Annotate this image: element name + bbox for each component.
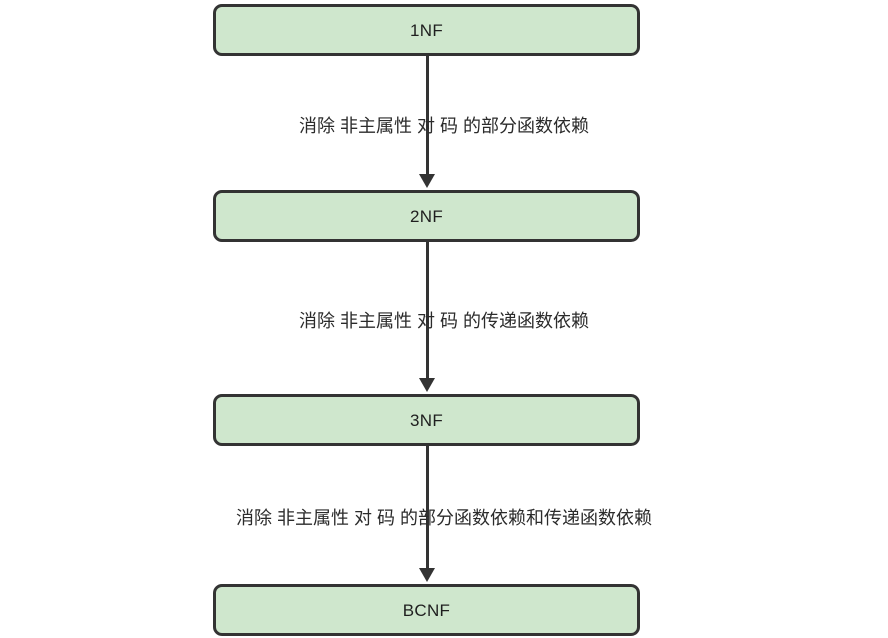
edge-2nf-to-3nf-line xyxy=(426,242,429,379)
node-1nf-label: 1NF xyxy=(409,20,444,40)
node-bcnf[interactable]: BCNF xyxy=(213,584,640,636)
edge-1nf-to-2nf-line xyxy=(426,56,429,175)
edge-3nf-to-bcnf-arrowhead-icon xyxy=(419,568,435,582)
edge-3nf-to-bcnf-line xyxy=(426,446,429,569)
node-1nf[interactable]: 1NF xyxy=(213,4,640,56)
edge-2nf-to-3nf-label: 消除 非主属性 对 码 的传递函数依赖 xyxy=(298,311,589,331)
node-2nf-label: 2NF xyxy=(409,206,444,226)
edge-2nf-to-3nf-arrowhead-icon xyxy=(419,378,435,392)
edge-3nf-to-bcnf-label: 消除 非主属性 对 码 的部分函数依赖和传递函数依赖 xyxy=(235,508,652,528)
node-2nf[interactable]: 2NF xyxy=(213,190,640,242)
node-bcnf-label: BCNF xyxy=(402,600,451,620)
edge-1nf-to-2nf-arrowhead-icon xyxy=(419,174,435,188)
node-3nf[interactable]: 3NF xyxy=(213,394,640,446)
node-3nf-label: 3NF xyxy=(409,410,444,430)
edge-1nf-to-2nf-label: 消除 非主属性 对 码 的部分函数依赖 xyxy=(298,116,589,136)
